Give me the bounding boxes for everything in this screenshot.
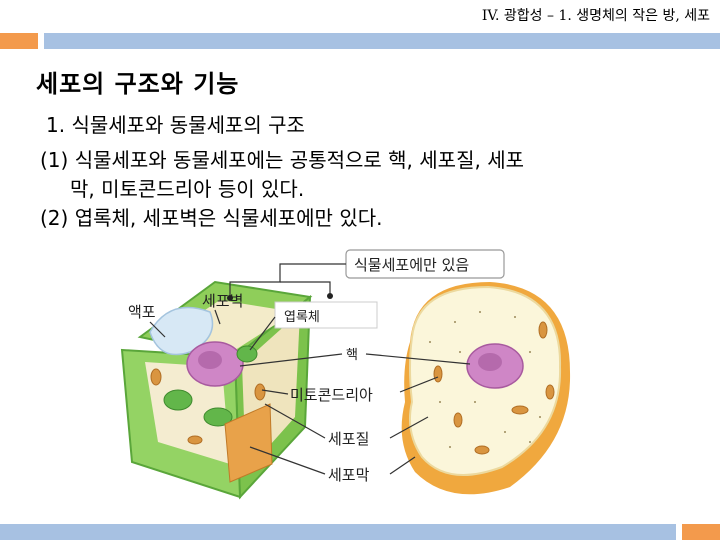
label-cell-wall: 세포벽 xyxy=(202,292,243,310)
bottom-accent-blue xyxy=(0,524,676,540)
chloroplast-1 xyxy=(236,345,258,363)
top-accent-orange xyxy=(0,33,38,49)
bottom-accent-orange xyxy=(682,524,720,540)
body-line-2: (2) 엽록체, 세포벽은 식물세포에만 있다. xyxy=(40,206,383,230)
cell-diagram: 식물세포에만 있음 액포 세포벽 엽록체 핵 미토콘드리아 세포질 세포막 xyxy=(110,242,590,510)
breadcrumb: IV. 광합성 – 1. 생명체의 작은 방, 세포 xyxy=(481,8,710,24)
vacuole xyxy=(149,306,214,356)
label-mitochondria: 미토콘드리아 xyxy=(290,386,373,404)
animal-cell xyxy=(401,282,571,495)
label-nucleus: 핵 xyxy=(346,348,358,363)
plant-mitochondrion-2 xyxy=(254,383,266,401)
slide-title: 세포의 구조와 기능 xyxy=(36,70,240,98)
animal-mitochondrion-1 xyxy=(433,365,443,383)
label-vacuole: 액포 xyxy=(128,303,156,321)
plant-mitochondrion-1 xyxy=(150,368,162,386)
chloroplast-2 xyxy=(163,389,193,411)
body-line-1: (1) 식물세포와 동물세포에는 공통적으로 핵, 세포질, 세포 xyxy=(40,148,524,172)
label-plant-only: 식물세포에만 있음 xyxy=(354,256,469,274)
top-accent-blue xyxy=(44,33,720,49)
body-line-1-cont: 막, 미토콘드리아 등이 있다. xyxy=(70,177,305,201)
cell-diagram-svg: 식물세포에만 있음 액포 세포벽 엽록체 핵 미토콘드리아 세포질 세포막 xyxy=(120,249,571,500)
plant-cell xyxy=(120,280,313,500)
subtitle-line: 1. 식물세포와 동물세포의 구조 xyxy=(46,113,305,137)
chloroplast-3 xyxy=(203,407,233,427)
label-cytoplasm: 세포질 xyxy=(328,430,369,448)
label-chloroplast: 엽록체 xyxy=(284,310,320,325)
label-cell-membrane: 세포막 xyxy=(328,466,370,484)
